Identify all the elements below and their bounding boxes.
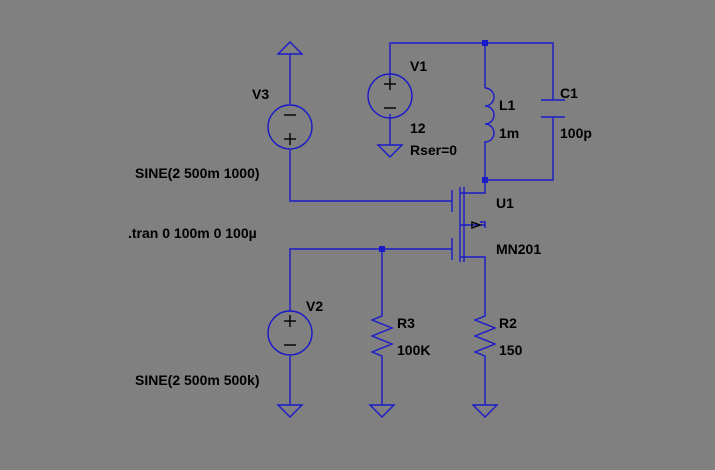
c1-value: 100p [560,125,592,141]
capacitor-c1[interactable] [541,99,565,118]
v2-value: SINE(2 500m 500k) [135,372,260,388]
voltage-source-v1[interactable] [367,73,413,119]
voltage-source-v2[interactable] [267,310,313,356]
v1-name: V1 [410,58,427,74]
resistor-r2[interactable] [473,310,497,360]
tran-directive[interactable]: .tran 0 100m 0 100µ [128,225,257,241]
wire-c1-bottom [485,117,554,181]
v1-rser: Rser=0 [410,142,457,158]
r3-name: R3 [397,315,415,331]
c1-name: C1 [560,85,578,101]
wire-gate2 [289,248,452,310]
ground-icon [276,41,304,55]
v2-name: V2 [306,298,323,314]
voltage-source-v3[interactable] [267,104,313,150]
junction-top [482,40,488,46]
mosfet-u1[interactable] [451,187,486,262]
v3-value: SINE(2 500m 1000) [135,165,260,181]
r2-value: 150 [499,342,523,358]
ground-icon [376,144,404,158]
ground-icon [276,404,304,418]
u1-name: U1 [496,195,514,211]
wires [289,42,554,405]
ground-icon [471,404,499,418]
r2-name: R2 [499,315,517,331]
wire-v1-top [389,42,554,100]
junctions [379,40,488,252]
resistor-r3[interactable] [370,310,394,360]
inductor-l1[interactable] [484,87,495,144]
ground-icon [368,404,396,418]
l1-name: L1 [499,97,516,113]
junction-drain [482,177,488,183]
v1-value: 12 [410,120,426,136]
wire-source [464,256,486,310]
u1-model: MN201 [496,241,541,257]
r3-value: 100K [397,342,430,358]
junction-gate2 [379,246,385,252]
l1-value: 1m [499,125,519,141]
wire-v3-gate1 [289,150,452,202]
v3-name: V3 [252,86,269,102]
wire-drain [464,180,486,194]
